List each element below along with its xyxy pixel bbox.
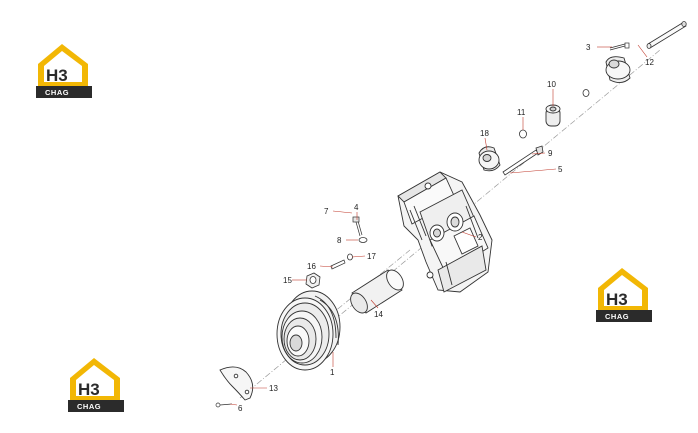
logo-top-text: H3 bbox=[78, 380, 100, 399]
part-bracket-housing bbox=[397, 171, 493, 293]
part-long-bolt bbox=[502, 145, 544, 176]
callout-5: 5 bbox=[558, 165, 563, 174]
callout-11: 11 bbox=[517, 108, 526, 117]
part-screw-6 bbox=[215, 402, 233, 408]
part-rubber-bushing-18 bbox=[478, 146, 501, 172]
part-nut-15 bbox=[305, 272, 321, 289]
callout-3: 3 bbox=[586, 43, 591, 52]
callout-17: 17 bbox=[367, 252, 376, 261]
logo-top-text: H3 bbox=[606, 290, 628, 309]
part-bolt-16 bbox=[330, 259, 346, 270]
part-rubber-bushing-large bbox=[605, 56, 631, 83]
callout-labels: 3 12 10 11 18 9 5 7 4 2 8 16 17 15 14 1 … bbox=[238, 43, 654, 413]
callout-14: 14 bbox=[374, 310, 383, 319]
part-pin bbox=[646, 21, 687, 49]
callout-16: 16 bbox=[307, 262, 316, 271]
callout-7: 7 bbox=[324, 207, 329, 216]
part-washer-11 bbox=[519, 129, 527, 139]
leader-lines bbox=[229, 44, 648, 406]
callout-10: 10 bbox=[547, 80, 556, 89]
logo-top-text: H3 bbox=[46, 66, 68, 85]
callout-1: 1 bbox=[330, 368, 335, 377]
brand-logo-top-left: H3 CHAG bbox=[36, 44, 92, 98]
part-screw-small bbox=[609, 42, 630, 51]
part-washer-8 bbox=[358, 237, 368, 243]
part-rubber-bushing-medium bbox=[545, 104, 561, 127]
callout-8: 8 bbox=[337, 236, 342, 245]
part-washer-upper bbox=[582, 89, 590, 97]
logo-bottom-text: CHAG bbox=[45, 88, 69, 97]
callout-13: 13 bbox=[269, 384, 278, 393]
callout-9: 9 bbox=[548, 149, 553, 158]
part-washer-17 bbox=[347, 253, 353, 261]
logo-bottom-text: CHAG bbox=[77, 402, 101, 411]
logo-bottom-text: CHAG bbox=[605, 312, 629, 321]
part-sleeve-tube bbox=[350, 269, 404, 314]
callout-12: 12 bbox=[645, 58, 654, 67]
part-shield-plate bbox=[219, 366, 254, 401]
callout-2: 2 bbox=[478, 233, 483, 242]
callout-6: 6 bbox=[238, 404, 243, 413]
callout-15: 15 bbox=[283, 276, 292, 285]
brand-logo-bottom-left: H3 CHAG bbox=[68, 358, 124, 412]
callout-18: 18 bbox=[480, 129, 489, 138]
part-pulley bbox=[276, 290, 341, 371]
part-bolt-4 bbox=[352, 216, 363, 237]
brand-logo-right: H3 CHAG bbox=[596, 268, 652, 322]
callout-4: 4 bbox=[354, 203, 359, 212]
